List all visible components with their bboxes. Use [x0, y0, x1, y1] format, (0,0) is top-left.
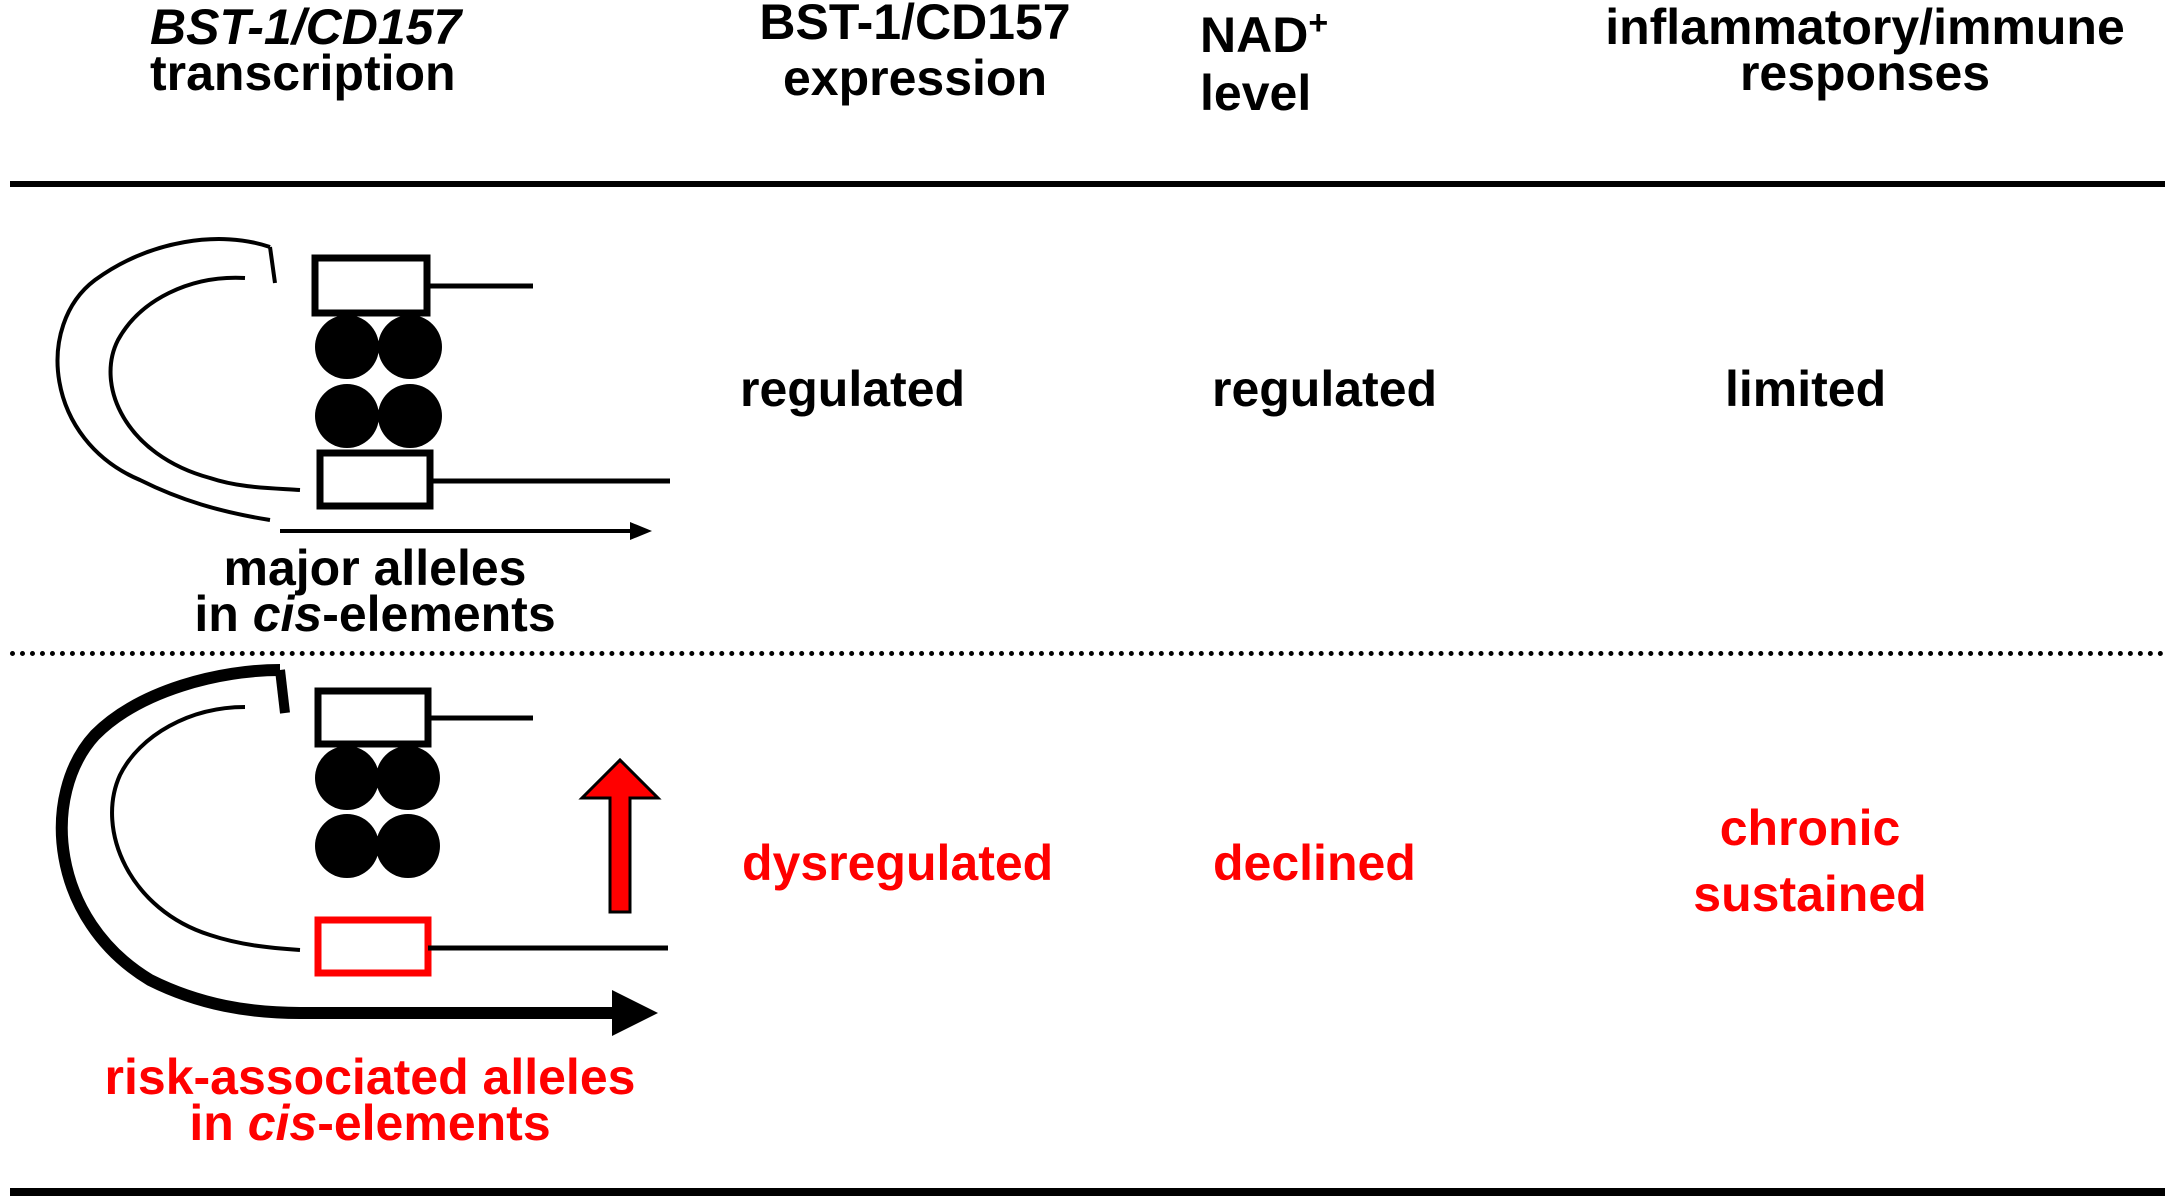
row-divider-dotted [10, 651, 2165, 656]
major-caption-line2: in cis-elements [194, 586, 556, 642]
header-response: inflammatory/immune responses [1570, 0, 2160, 101]
major-protein-circle-1 [315, 315, 379, 379]
header-nad-main: NAD [1200, 7, 1309, 63]
risk-response-line2: sustained [1693, 866, 1927, 922]
header-expression-line2: expression [782, 50, 1047, 106]
header-transcription: BST-1/CD157 transcription [150, 0, 462, 101]
major-dna-outer-strand [55, 237, 271, 522]
major-protein-circle-3 [315, 384, 379, 448]
risk-caption-line2: in cis-elements [189, 1095, 551, 1151]
risk-dna-inner-strand [110, 705, 301, 952]
header-divider [10, 181, 2165, 187]
risk-protein-circle-3 [315, 814, 379, 878]
risk-lower-cis-element-red [314, 916, 432, 977]
major-protein-circle-2 [378, 315, 442, 379]
major-upper-cis-element [311, 254, 431, 317]
header-nad-line1: NAD+ [1200, 0, 1328, 64]
risk-response-value: chronic sustained [1650, 795, 1970, 927]
risk-allele-caption: risk-associated alleles in cis-elements [60, 1049, 680, 1151]
header-transcription-line1: BST-1/CD157 [150, 0, 462, 55]
bottom-border [10, 1188, 2165, 1196]
risk-nad-value: declined [1213, 835, 1416, 891]
risk-upper-cis-element [314, 687, 432, 748]
risk-arrowhead-icon [612, 990, 658, 1036]
major-lower-cis-element [316, 449, 434, 510]
major-arrowhead-icon [630, 522, 652, 540]
major-protein-circle-4 [378, 384, 442, 448]
header-transcription-line2: transcription [150, 45, 456, 101]
red-up-arrow [578, 757, 662, 914]
risk-expression-value: dysregulated [742, 835, 1054, 891]
header-nad: NAD+ level [1200, 0, 1328, 122]
major-response-value: limited [1725, 361, 1887, 417]
major-dna-inner-strand [108, 275, 301, 492]
header-nad-line2: level [1200, 65, 1312, 121]
major-allele-caption: major alleles in cis-elements [150, 540, 600, 642]
header-response-line1: inflammatory/immune [1605, 0, 2125, 55]
risk-response-line1: chronic [1719, 800, 1901, 856]
major-caption-line1: major alleles [223, 540, 527, 596]
header-expression-line1: BST-1/CD157 [759, 0, 1071, 50]
header-nad-sup: + [1308, 4, 1329, 42]
major-allele-dna-loop-diagram [55, 237, 670, 540]
risk-allele-dna-loop-diagram [55, 664, 668, 1036]
header-expression: BST-1/CD157 expression [730, 0, 1100, 106]
risk-protein-circle-4 [376, 814, 440, 878]
risk-protein-circle-2 [376, 746, 440, 810]
major-expression-value: regulated [740, 361, 966, 417]
header-response-line2: responses [1739, 45, 1991, 101]
risk-protein-circle-1 [315, 746, 379, 810]
risk-dna-outer-strand [55, 664, 620, 1019]
major-nad-value: regulated [1212, 361, 1438, 417]
risk-caption-line1: risk-associated alleles [104, 1049, 636, 1105]
